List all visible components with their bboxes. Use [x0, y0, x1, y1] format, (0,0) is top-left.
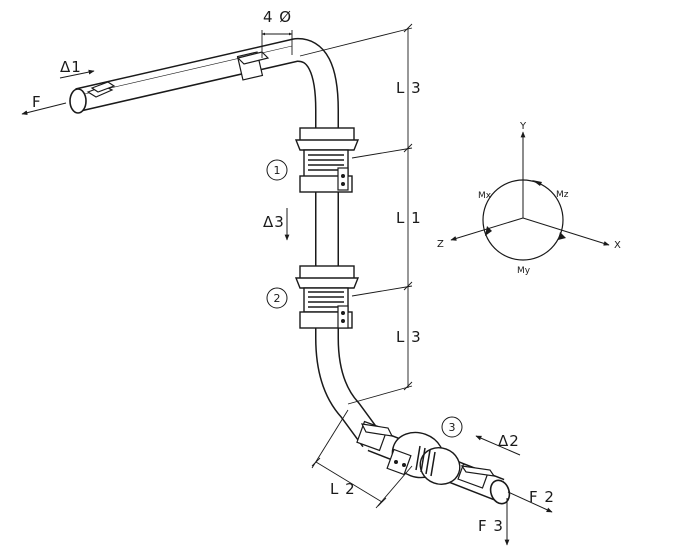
pipe-end-right — [489, 479, 511, 505]
moment-circle — [482, 179, 564, 261]
coordinate-system — [450, 131, 610, 261]
label-l1: L 1 — [396, 209, 422, 227]
clamp-lower-right — [457, 463, 496, 489]
moment-label-mx: Mx — [478, 191, 492, 201]
label-delta3: Δ3 — [263, 213, 285, 231]
label-diameter: 4 Ø — [263, 8, 292, 26]
callout-1: 1 — [266, 159, 288, 181]
spring-hanger-2 — [294, 265, 360, 329]
dimension-lines — [261, 23, 413, 509]
spring-hanger-3 — [386, 431, 461, 485]
label-force-f3: F 3 — [478, 517, 504, 535]
arrow-f2 — [507, 491, 553, 513]
callout-2: 2 — [266, 287, 288, 309]
label-force-f: F — [32, 93, 42, 111]
label-l2: L 2 — [330, 480, 356, 498]
label-force-f2: F 2 — [529, 488, 555, 506]
arrow-delta1 — [59, 69, 95, 79]
label-delta2: Δ2 — [498, 432, 520, 450]
moment-label-mz: Mz — [556, 190, 569, 200]
spring-hanger-1 — [294, 127, 360, 193]
axis-label-x: X — [614, 240, 621, 251]
clamp-lower-left — [356, 420, 394, 452]
force-arrows — [21, 69, 553, 546]
pipe-end-left — [69, 88, 87, 114]
arrow-f — [21, 102, 67, 116]
callout-2-number: 2 — [274, 292, 281, 305]
axis-label-z: Z — [437, 239, 444, 250]
pipe-route — [69, 38, 511, 505]
callout-1-number: 1 — [274, 164, 281, 177]
label-delta1: Δ1 — [60, 58, 82, 76]
label-l3-bottom: L 3 — [396, 328, 422, 346]
clamp-left — [86, 81, 116, 98]
clamp-top — [236, 51, 270, 81]
axis-label-y: Y — [519, 121, 527, 132]
axis-x — [522, 217, 610, 246]
labels: 4 Ø Δ1 F Δ3 L 3 L 1 L 3 L 2 Δ2 F 2 F 3 1… — [32, 8, 621, 535]
moment-label-my: My — [517, 266, 531, 276]
label-l3-top: L 3 — [396, 79, 422, 97]
pipe-clamps — [86, 51, 496, 489]
callout-3-number: 3 — [449, 421, 456, 434]
callout-3: 3 — [441, 416, 463, 438]
arrow-delta2 — [475, 435, 521, 456]
